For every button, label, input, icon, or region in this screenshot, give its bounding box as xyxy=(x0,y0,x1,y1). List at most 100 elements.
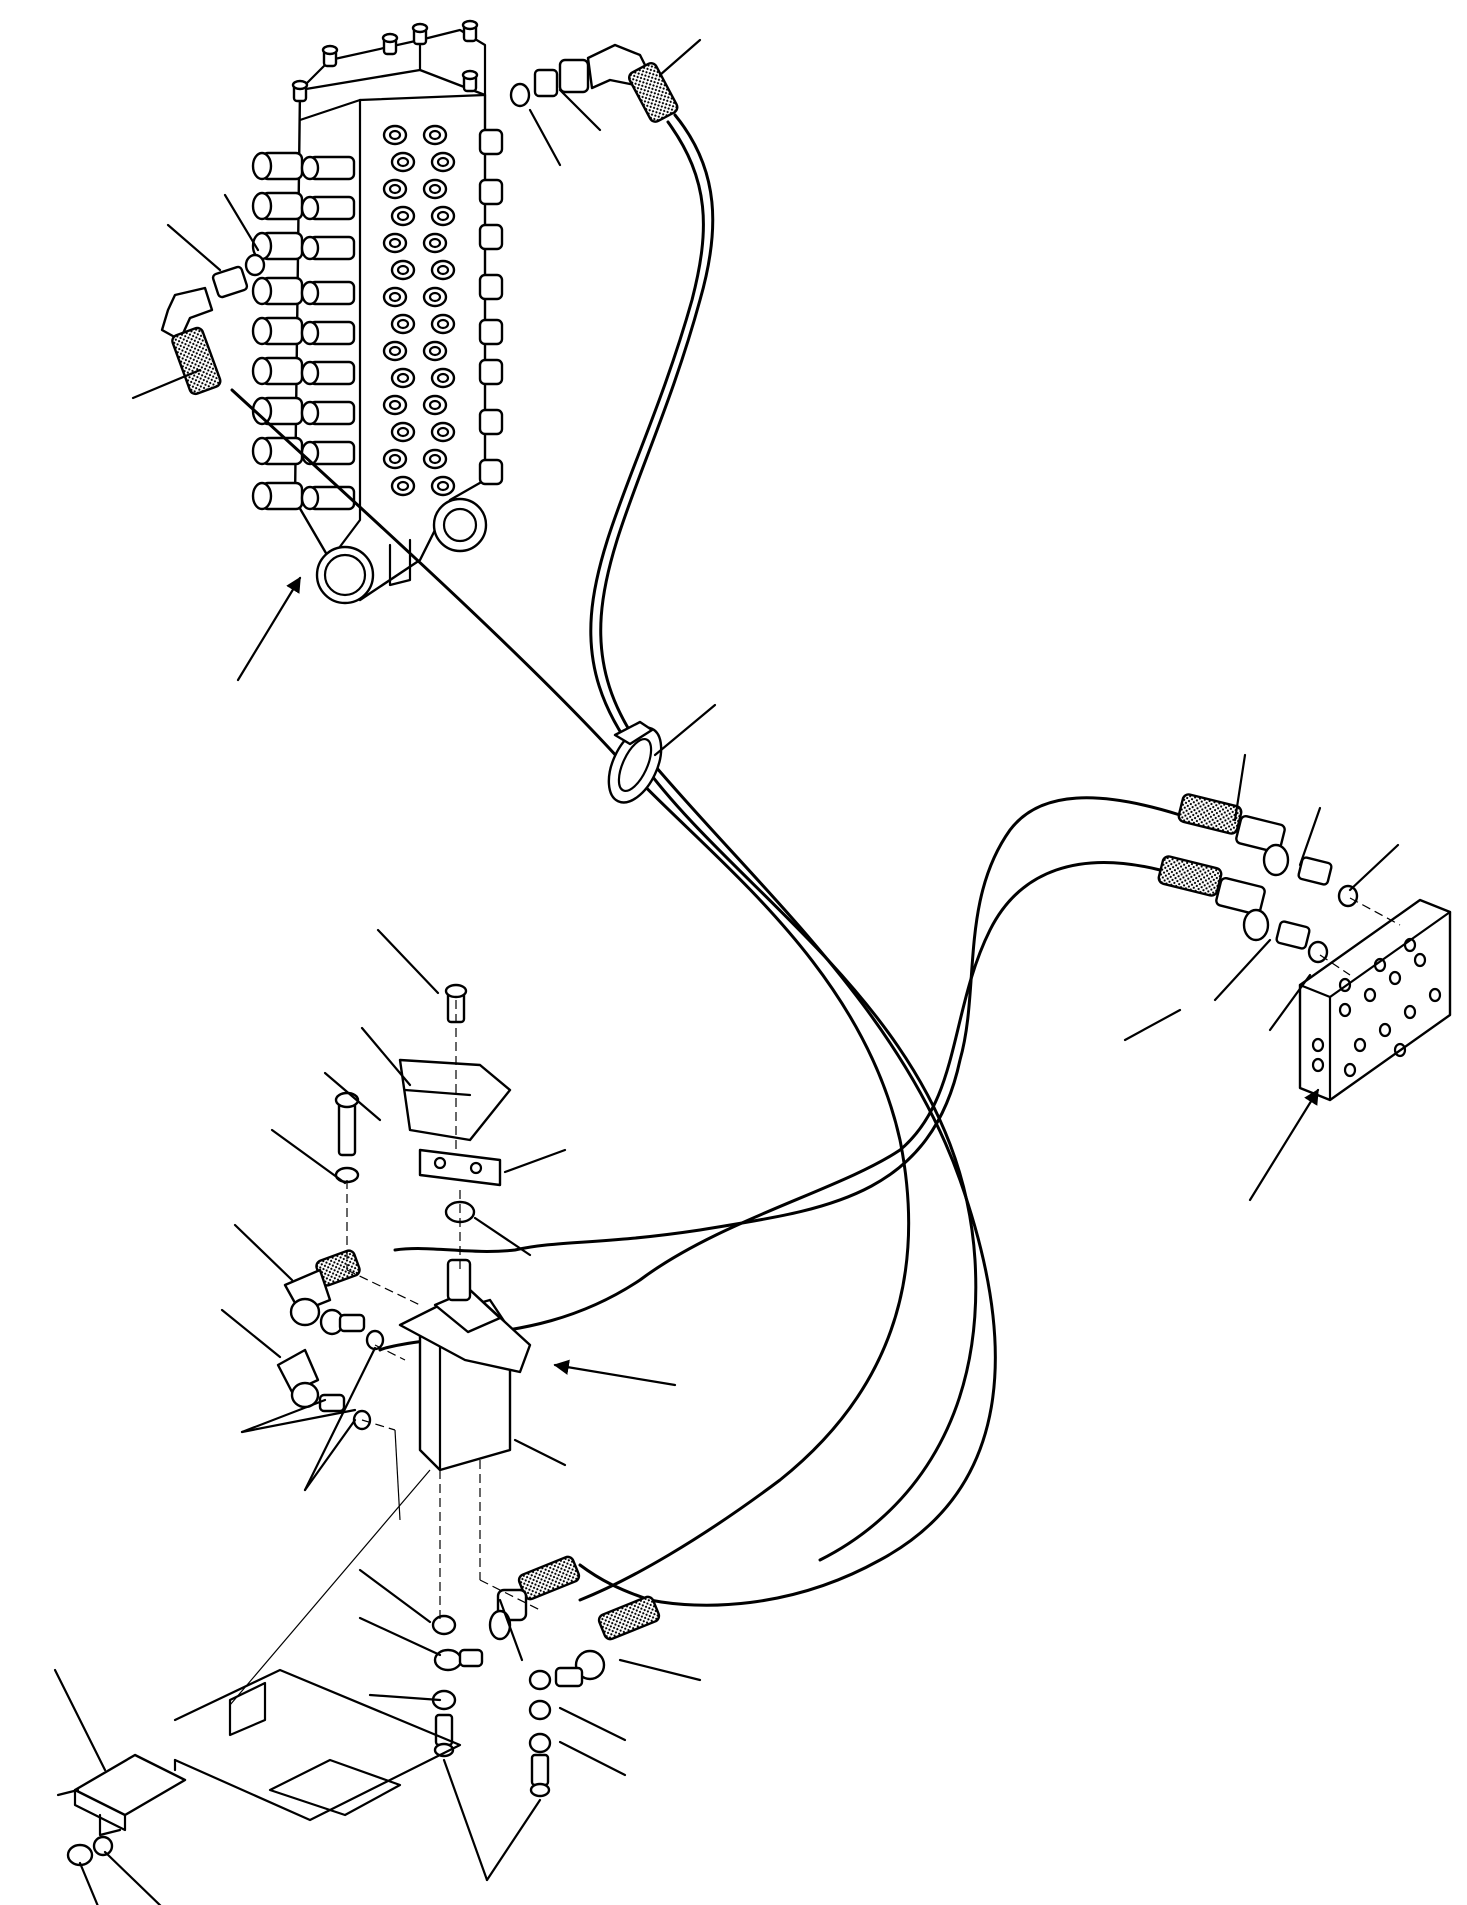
leader-line xyxy=(485,1798,542,1882)
port-bore xyxy=(388,399,402,411)
port xyxy=(422,286,448,308)
block-hole xyxy=(1378,1022,1392,1038)
floor-plate xyxy=(173,1668,462,1822)
port xyxy=(390,475,416,497)
port xyxy=(430,367,456,389)
spool-cap xyxy=(300,155,320,181)
port xyxy=(430,313,456,335)
block-hole xyxy=(1388,970,1402,986)
side-boss xyxy=(478,128,504,156)
control-valve xyxy=(251,19,504,605)
block-hole xyxy=(1338,1002,1352,1018)
port-bore xyxy=(388,291,402,303)
port xyxy=(390,259,416,281)
port-bore xyxy=(428,399,442,411)
leader-line xyxy=(558,1706,627,1742)
port-bore xyxy=(428,345,442,357)
port-bore xyxy=(436,156,450,168)
fasteners-left xyxy=(334,1091,360,1184)
leader-line xyxy=(360,1026,412,1087)
port-bore xyxy=(396,264,410,276)
leader-line xyxy=(503,1148,567,1174)
leader-line xyxy=(1348,843,1400,892)
bolt-head xyxy=(461,19,479,31)
port xyxy=(390,313,416,335)
port xyxy=(382,232,408,254)
leader-line xyxy=(558,88,602,132)
leader-line xyxy=(368,1693,442,1702)
port xyxy=(430,475,456,497)
port xyxy=(382,124,408,146)
block-hole xyxy=(1403,1004,1417,1020)
port xyxy=(422,394,448,416)
leader-line xyxy=(270,1128,347,1185)
port-bore xyxy=(428,183,442,195)
spool-cap xyxy=(251,481,273,511)
pedal-plate xyxy=(398,983,512,1142)
port-bore xyxy=(388,183,402,195)
block-hole xyxy=(1393,1042,1407,1058)
port-bore xyxy=(388,237,402,249)
valve-ports xyxy=(291,19,479,497)
spool-cap xyxy=(251,316,273,346)
port-bore xyxy=(436,480,450,492)
leader-arrow xyxy=(553,1359,677,1387)
fitting-upper-right xyxy=(509,43,679,123)
side-boss xyxy=(478,178,504,206)
port xyxy=(390,151,416,173)
port xyxy=(382,286,408,308)
port-bore xyxy=(436,210,450,222)
port-bore xyxy=(428,453,442,465)
leader-line xyxy=(103,1850,162,1905)
leader-line xyxy=(223,193,260,252)
spool-cap xyxy=(300,235,320,261)
port xyxy=(430,421,456,443)
leader-line xyxy=(473,1216,532,1257)
leader-line xyxy=(513,1438,567,1467)
side-boss xyxy=(478,223,504,251)
hose-clamp xyxy=(607,720,663,804)
leader-line xyxy=(658,38,702,77)
spool-cap xyxy=(300,280,320,306)
port-bore xyxy=(388,345,402,357)
side-boss xyxy=(478,273,504,301)
side-boss xyxy=(478,458,504,486)
leader-line xyxy=(303,1418,357,1492)
fitting-upper-left xyxy=(160,253,266,396)
spool-cap xyxy=(300,320,320,346)
bolt-head xyxy=(461,69,479,81)
leader-line xyxy=(358,1568,432,1624)
spool-cap xyxy=(251,436,273,466)
port-bore xyxy=(428,291,442,303)
block-hole xyxy=(1373,957,1387,973)
port xyxy=(430,151,456,173)
port-bore xyxy=(436,426,450,438)
port xyxy=(422,232,448,254)
leader-line xyxy=(53,1668,107,1772)
leader-lines xyxy=(53,38,1400,1905)
small-bracket xyxy=(56,1753,187,1867)
leader-line xyxy=(166,223,222,272)
port-bore xyxy=(428,237,442,249)
spool-cap xyxy=(251,191,273,221)
leader-line xyxy=(1233,753,1247,822)
port-bore xyxy=(396,156,410,168)
leader-line xyxy=(498,1598,524,1662)
leader-line xyxy=(240,1398,327,1434)
block-hole xyxy=(1353,1037,1367,1053)
port xyxy=(382,178,408,200)
fittings-lower xyxy=(431,1555,661,1798)
leader-line xyxy=(233,1223,294,1282)
port-bore xyxy=(428,129,442,141)
port-bore xyxy=(396,318,410,330)
leader-line xyxy=(131,368,202,400)
port xyxy=(422,124,448,146)
port-bore xyxy=(436,372,450,384)
leader-line xyxy=(618,1658,702,1682)
junction-block xyxy=(1298,898,1452,1102)
port-bore xyxy=(388,129,402,141)
leader-line xyxy=(653,703,717,757)
spool-cap xyxy=(251,356,273,386)
block-hole xyxy=(1363,987,1377,1003)
block-hole xyxy=(1413,952,1427,968)
